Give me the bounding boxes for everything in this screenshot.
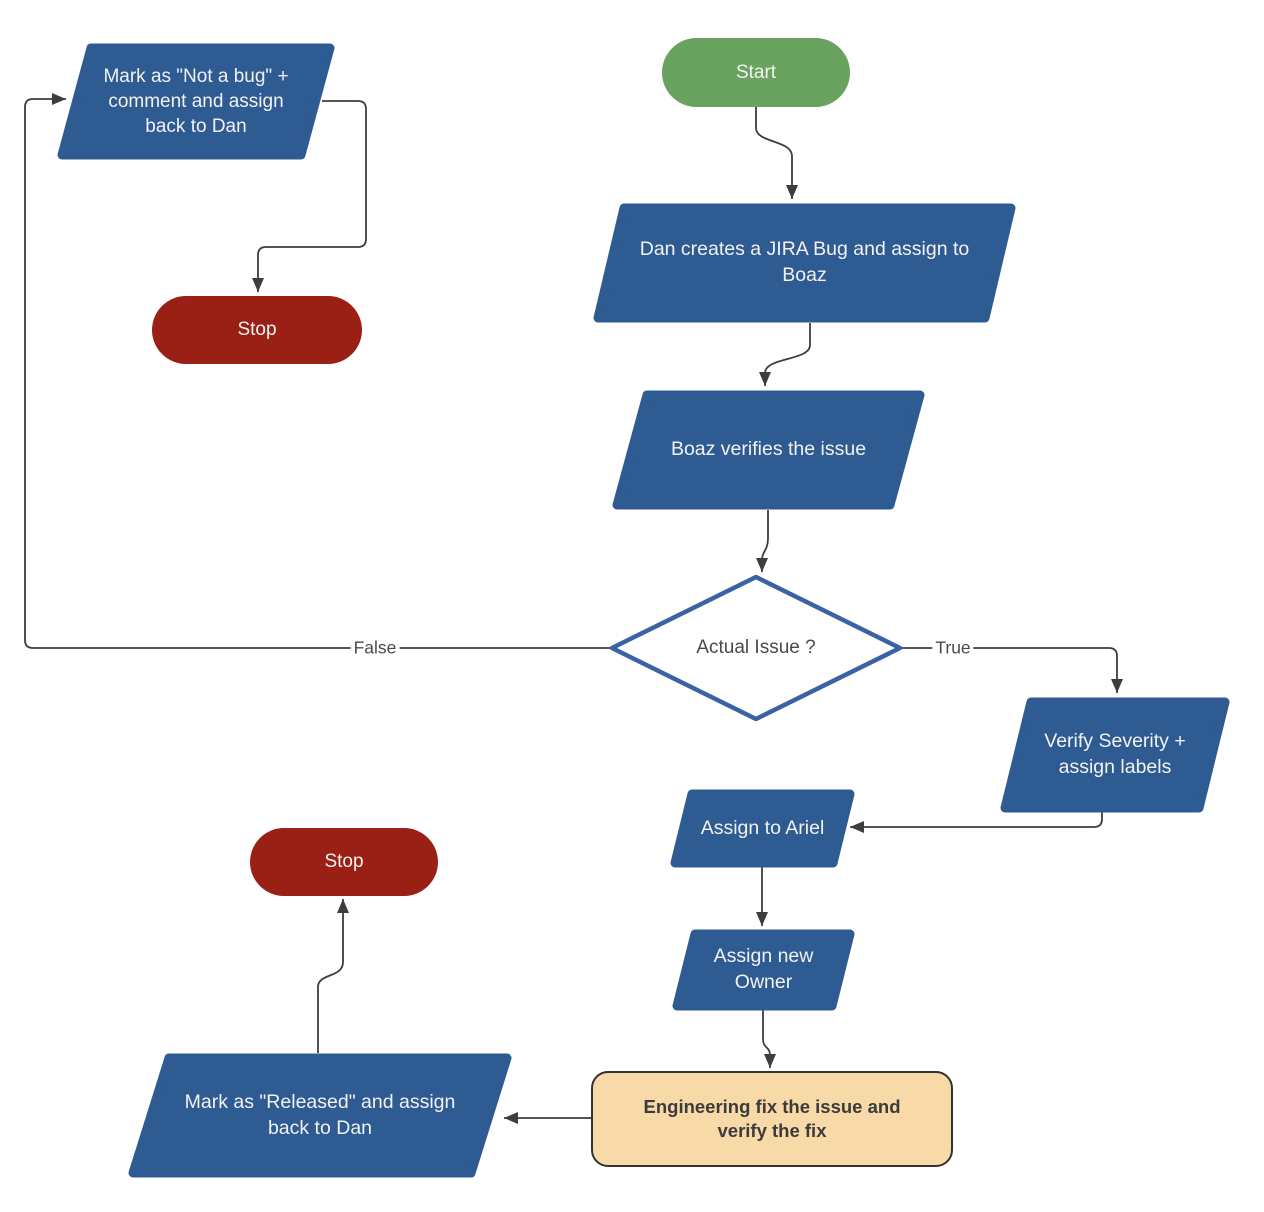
stop-bottom-node-shape bbox=[250, 828, 438, 896]
boaz-verifies-node-shape bbox=[612, 390, 925, 510]
not-a-bug-node-shape bbox=[57, 43, 335, 160]
assign-owner-node-shape bbox=[672, 929, 855, 1011]
edge-notabug-to-stop-top bbox=[252, 100, 367, 292]
edge-boaz-to-decision bbox=[756, 510, 769, 572]
start-node-shape bbox=[662, 38, 850, 107]
stop-top-node-shape bbox=[152, 296, 362, 364]
engineering-fix-node-shape bbox=[591, 1071, 953, 1167]
edge-start-to-dan bbox=[755, 107, 798, 199]
edge-decision-false-to-notabug bbox=[24, 93, 612, 649]
edge-verify-to-ariel bbox=[850, 812, 1103, 833]
mark-released-node-shape bbox=[128, 1053, 512, 1178]
edge-released-to-stop-bottom bbox=[317, 899, 349, 1053]
edges bbox=[24, 93, 1123, 1124]
verify-severity-node-shape bbox=[1000, 697, 1230, 813]
dan-creates-node-shape bbox=[593, 203, 1016, 323]
actual-issue-decision-shape bbox=[609, 574, 903, 722]
edge-owner-to-engineering bbox=[762, 1010, 776, 1068]
assign-ariel-node-shape bbox=[670, 789, 855, 868]
edge-dan-to-boaz bbox=[759, 323, 811, 386]
edge-decision-true-to-verify bbox=[900, 647, 1123, 693]
